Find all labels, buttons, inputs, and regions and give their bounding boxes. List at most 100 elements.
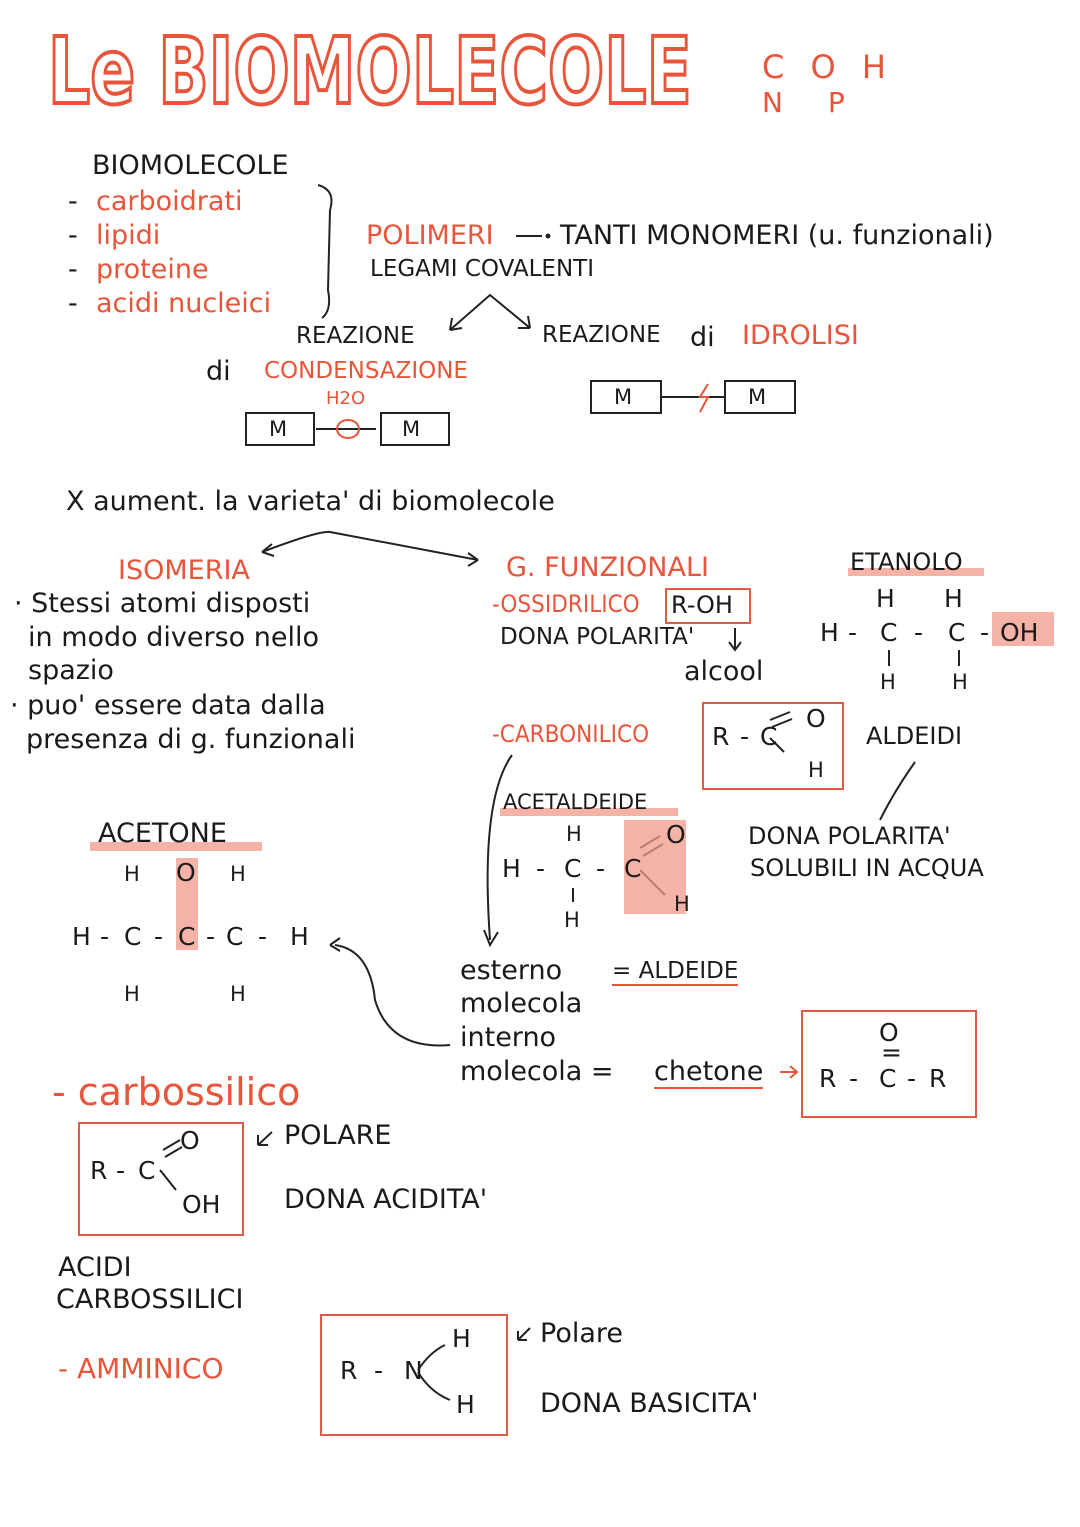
elements-line-2: N P [762,86,863,119]
carbonilico-arrow [483,754,513,948]
reazione-condensazione-label: REAZIONE [296,323,415,349]
molecola-text: molecola [460,988,583,1019]
bond: - [848,618,858,647]
atom: C [879,1064,897,1093]
atom: R [712,722,730,751]
atom: O [806,704,826,733]
monomer-box: M [380,412,450,446]
atom: C [124,922,142,951]
atom: H [456,1390,475,1419]
carbossilico-label: - carbossilico [52,1070,301,1114]
monomeri-text: TANTI MONOMERI (u. funzionali) [560,220,994,251]
atom: H [230,982,246,1006]
isomeria-line: in modo diverso nello [28,622,320,653]
atom: H [124,982,140,1006]
atom: H [808,758,824,782]
monomer-label: M [402,417,421,441]
brace [317,184,333,319]
interno-text: interno [460,1022,557,1053]
condensazione-label: CONDENSAZIONE [264,358,468,384]
bond: - [596,854,606,883]
monomer-box: M [590,380,662,414]
solubili-text: SOLUBILI IN ACQUA [750,854,984,882]
atom: H [452,1324,471,1353]
bond: - [536,854,546,883]
water-label: H2O [326,388,366,409]
bond: - [206,922,216,951]
atom: OH [182,1190,221,1219]
varieta-text: X aument. la varieta' di biomolecole [66,486,555,517]
bond: - [100,922,110,951]
polare-label: Polare [540,1318,624,1349]
atom: H [944,584,963,613]
dona-acidita-text: DONA ACIDITA' [284,1184,488,1215]
isomeria-line: spazio [28,655,114,686]
chetone-arrow [329,937,451,1047]
bond: - [907,1064,917,1093]
atom: C [564,854,582,883]
atom: C [178,922,196,951]
polare-label: POLARE [284,1120,392,1151]
isomeria-line: presenza di g. funzionali [26,724,356,755]
bond: - [258,922,268,951]
atom: O [666,820,686,849]
polimeri-label: POLIMERI [366,220,494,251]
page-title: Le BIOMOLECOLE [47,16,694,127]
atom: OH [1000,618,1039,647]
amminico-formula-box: R - N H H [320,1314,508,1436]
atom: H [952,670,968,694]
atom: R [90,1156,108,1185]
atom: H [880,670,896,694]
bond: - [154,922,164,951]
atom: C [880,618,898,647]
bond: - [849,1064,859,1093]
atom: C [948,618,966,647]
reazione-idrolisi-label: REAZIONE [542,322,661,348]
atom: C [760,722,778,751]
atom: H [72,922,91,951]
carbonilico-formula-box: R - C O H [702,702,844,790]
bullet-dash: - [68,220,78,251]
atom: R [340,1356,358,1385]
aldeidi-label: ALDEIDI [866,722,963,750]
di-label: di [206,356,231,387]
list-item: lipidi [96,220,161,251]
ossidrilico-label: -OSSIDRILICO [492,590,640,618]
atom: N [404,1356,423,1385]
bullet-dash: - [68,186,78,217]
atom: O [879,1018,899,1047]
monomer-label: M [269,417,288,441]
bond: - [374,1356,384,1385]
chetone-text: chetone [654,1056,764,1089]
isomeria-heading: ISOMERIA [118,555,250,586]
bond: - [116,1156,126,1185]
dona-polarita-text: DONA POLARITA' [748,822,951,850]
legami-text: LEGAMI COVALENTI [370,256,594,282]
list-item: carboidrati [96,186,243,217]
atom: H [820,618,839,647]
acidi-label: ACIDI [58,1252,132,1283]
acetone-label: ACETONE [98,818,227,849]
atom: C [226,922,244,951]
atom: O [180,1126,200,1155]
ossidrilico-formula: R-OH [671,591,733,619]
monomer-box: M [245,412,315,446]
atom: C [624,854,642,883]
fork-arrow [449,293,531,331]
gruppi-heading: G. FUNZIONALI [506,552,709,583]
isomeria-line: · puo' essere data dalla [10,690,326,721]
atom: R [819,1064,837,1093]
monomer-label: M [614,385,633,409]
etanolo-label: ETANOLO [850,548,963,576]
dona-basicita-text: DONA BASICITA' [540,1388,759,1419]
atom: O [176,858,196,887]
monomer-label: M [748,385,767,409]
acetaldeide-label: ACETALDEIDE [503,790,648,814]
atom: C [138,1156,156,1185]
bullet-dash: - [68,288,78,319]
elements-line-1: C O H [762,48,894,86]
dona-polarita-text: DONA POLARITA' [500,624,695,650]
isomeria-line: · Stessi atomi disposti [14,588,311,619]
di-label: di [690,322,715,353]
